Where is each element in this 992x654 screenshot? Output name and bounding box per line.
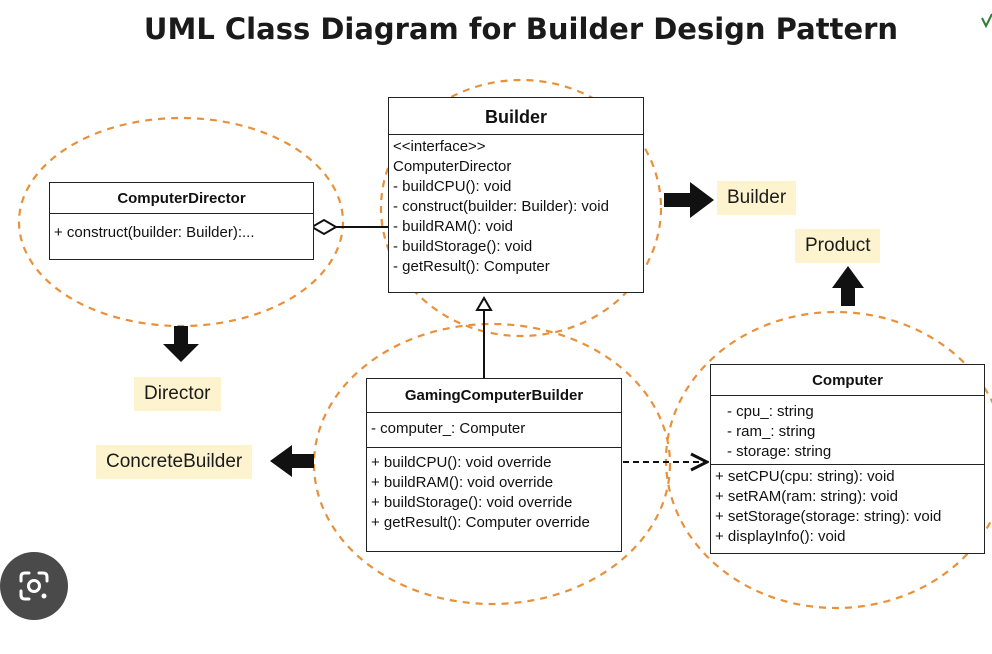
attribute-line: - storage: string [727,443,832,460]
computer-director-class: ComputerDirector + construct(builder: Bu… [49,182,314,260]
member-line: - buildCPU(): void [393,178,512,195]
class-members: <<interface>> ComputerDirector - buildCP… [389,135,643,279]
attribute-line: - ram_: string [727,423,816,440]
arrow-to-product-tag [832,266,864,306]
attribute-line: - cpu_: string [727,403,814,420]
member-line: - construct(builder: Builder): void [393,198,609,215]
method-line: + buildCPU(): void override [371,454,552,471]
method-line: + setCPU(cpu: string): void [715,468,895,485]
director-tag: Director [134,377,221,411]
method-line: + buildStorage(): void override [371,494,573,511]
method-line: + setStorage(storage: string): void [715,508,942,525]
class-methods: + setCPU(cpu: string): void + setRAM(ram… [711,465,984,549]
member-line: - getResult(): Computer [393,258,550,275]
google-lens-button[interactable] [0,552,68,620]
arrow-to-concrete-builder-tag [270,445,314,477]
generalization-triangle [475,296,493,311]
member-line: ComputerDirector [393,158,512,175]
class-methods: + buildCPU(): void override + buildRAM()… [367,448,621,535]
builder-ellipse [379,78,663,338]
class-name: Computer [711,365,984,396]
computer-class: Computer - cpu_: string - ram_: string -… [710,364,985,554]
class-attributes: - cpu_: string - ram_: string - storage:… [711,396,984,465]
method-line: + getResult(): Computer override [371,514,590,531]
method-line: + buildRAM(): void override [371,474,554,491]
check-mark-fragment [981,13,992,29]
class-name: GamingComputerBuilder [367,379,621,413]
member-line: - buildStorage(): void [393,238,533,255]
method-line: + setRAM(ram: string): void [715,488,898,505]
attribute-line: - computer_: Computer [371,420,526,437]
aggregation-diamond [310,218,338,236]
builder-class: Builder <<interface>> ComputerDirector -… [388,97,644,293]
class-attributes: - computer_: Computer [367,413,621,448]
builder-tag: Builder [717,181,797,215]
product-ellipse [664,310,992,610]
method-line: + construct(builder: Builder):... [54,224,255,241]
class-name: Builder [389,98,643,135]
class-methods: + construct(builder: Builder):... [50,214,313,245]
gaming-computer-builder-class: GamingComputerBuilder - computer_: Compu… [366,378,622,552]
arrow-to-builder-tag [664,182,714,218]
method-line: + displayInfo(): void [715,528,846,545]
member-line: - buildRAM(): void [393,218,514,235]
diagram-title: UML Class Diagram for Builder Design Pat… [143,12,899,46]
google-lens-icon [19,571,49,601]
arrow-to-director-tag [163,326,199,362]
member-line: <<interface>> [393,138,486,155]
concrete-builder-ellipse [312,322,672,606]
class-name: ComputerDirector [50,183,313,214]
concrete-builder-tag: ConcreteBuilder [96,445,253,479]
product-tag: Product [795,229,881,263]
